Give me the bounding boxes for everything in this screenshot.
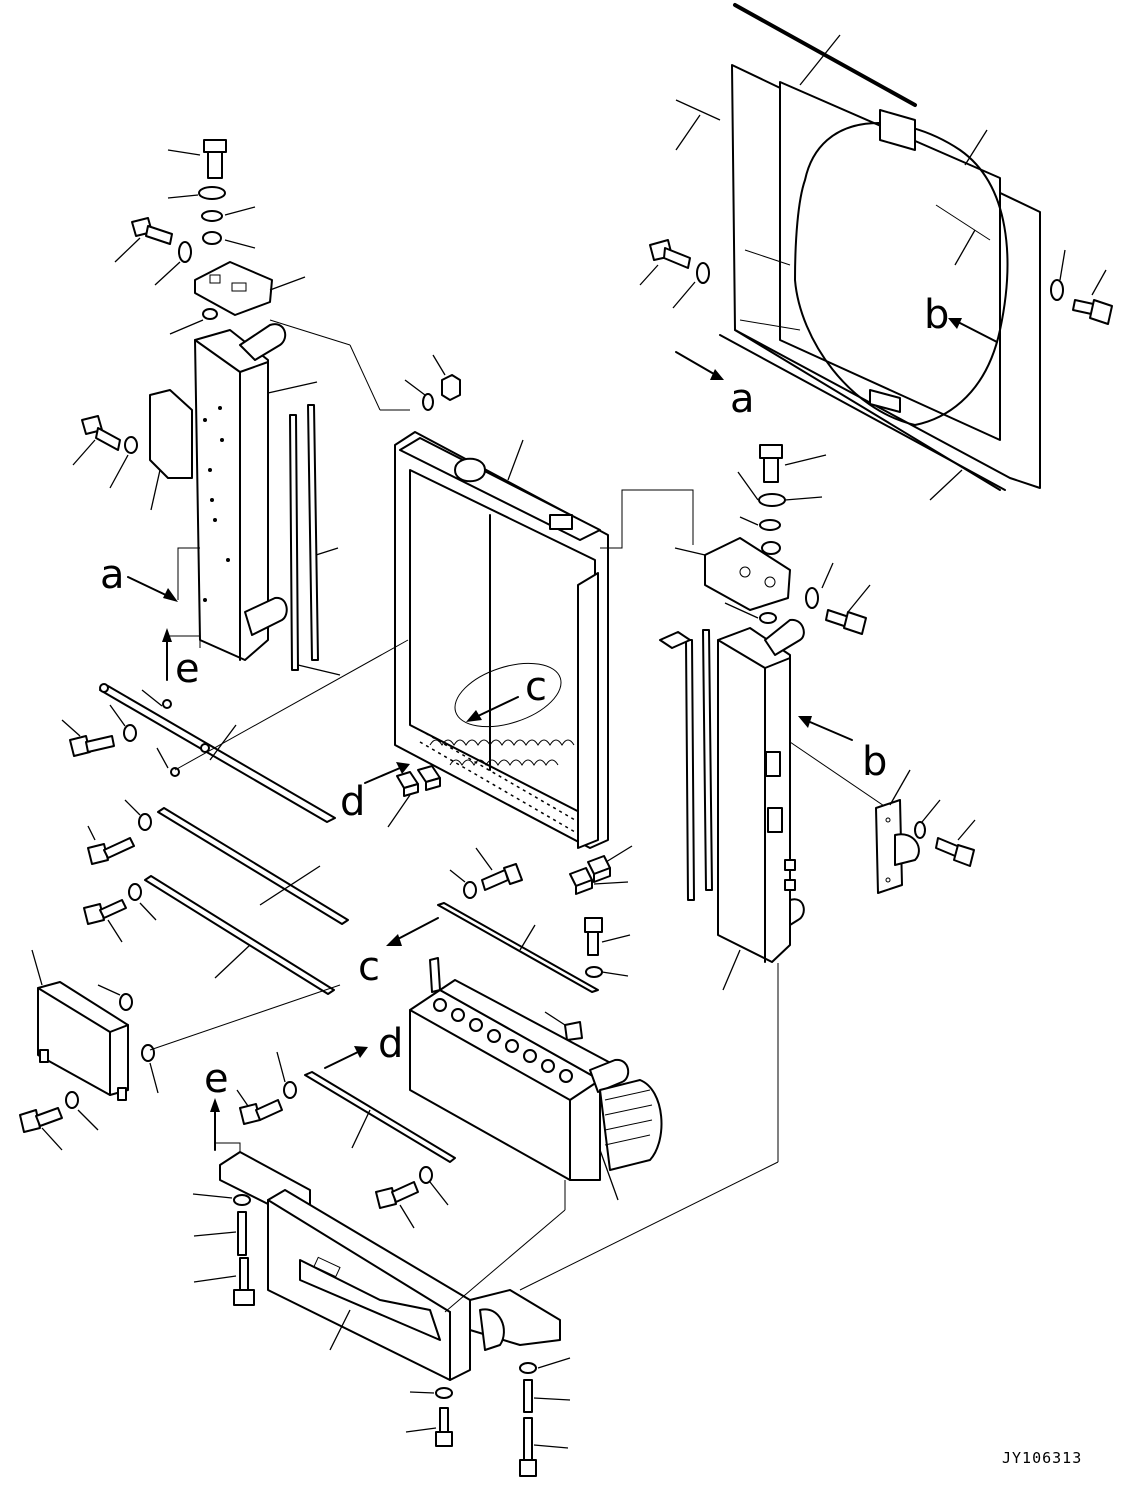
lower-cooler-ports bbox=[433, 998, 573, 1083]
callout-a-top: a bbox=[730, 376, 755, 422]
seal-strips-right bbox=[659, 629, 713, 901]
main-radiator bbox=[269, 319, 694, 849]
callout-d-center: d bbox=[340, 779, 365, 825]
callout-group-top: a b bbox=[675, 255, 1001, 422]
callout-group-b-right: b bbox=[798, 716, 887, 785]
left-cooler-holes bbox=[203, 406, 230, 602]
lower-cooler-block bbox=[409, 957, 663, 1210]
callout-b-right: b bbox=[862, 739, 887, 785]
callout-group-d-center: d bbox=[340, 762, 441, 828]
left-side-plate bbox=[72, 389, 193, 511]
callout-group-lower-c: c bbox=[358, 917, 439, 990]
left-cooler bbox=[194, 323, 318, 661]
right-side-bracket bbox=[875, 769, 976, 894]
radiator-top-fasteners bbox=[404, 354, 461, 411]
seal-bar-upper bbox=[437, 847, 599, 993]
left-bolt-stack bbox=[114, 139, 256, 286]
callout-c-center: c bbox=[525, 664, 547, 710]
shroud-bolt-right bbox=[1050, 249, 1113, 325]
callout-a-left: a bbox=[100, 552, 125, 598]
callout-d-lower: d bbox=[378, 1021, 403, 1067]
right-cooler bbox=[717, 618, 891, 1162]
fan-shroud bbox=[675, 3, 1041, 501]
left-mid-bolts bbox=[61, 704, 157, 943]
callout-c-lower: c bbox=[358, 944, 380, 990]
left-top-bracket bbox=[169, 261, 306, 335]
rubber-mounts-right bbox=[569, 845, 633, 895]
callout-b-top: b bbox=[924, 292, 949, 338]
document-id: JY106313 bbox=[1002, 1449, 1082, 1467]
callout-e-left: e bbox=[175, 646, 200, 692]
bottom-left-fasteners bbox=[192, 1193, 255, 1306]
callout-group-c-center: c bbox=[454, 662, 562, 728]
left-stay-rods bbox=[99, 639, 409, 995]
callout-group-left: a e bbox=[100, 547, 201, 709]
lower-right-pins bbox=[544, 917, 631, 1041]
callout-group-lower-e: e bbox=[204, 1056, 241, 1158]
callout-group-lower-d: d bbox=[236, 1021, 456, 1163]
radiator-tube-row bbox=[429, 739, 575, 766]
left-lower-block bbox=[19, 949, 341, 1151]
shroud-bolt-left bbox=[639, 239, 710, 309]
seal-strips-left bbox=[289, 404, 341, 676]
callout-e-lower: e bbox=[204, 1056, 229, 1102]
lower-cooler-bolt bbox=[375, 1166, 449, 1229]
bottom-center-fasteners bbox=[405, 1357, 571, 1477]
bottom-support-frame bbox=[219, 1151, 779, 1381]
right-bolt-stack bbox=[674, 444, 871, 635]
